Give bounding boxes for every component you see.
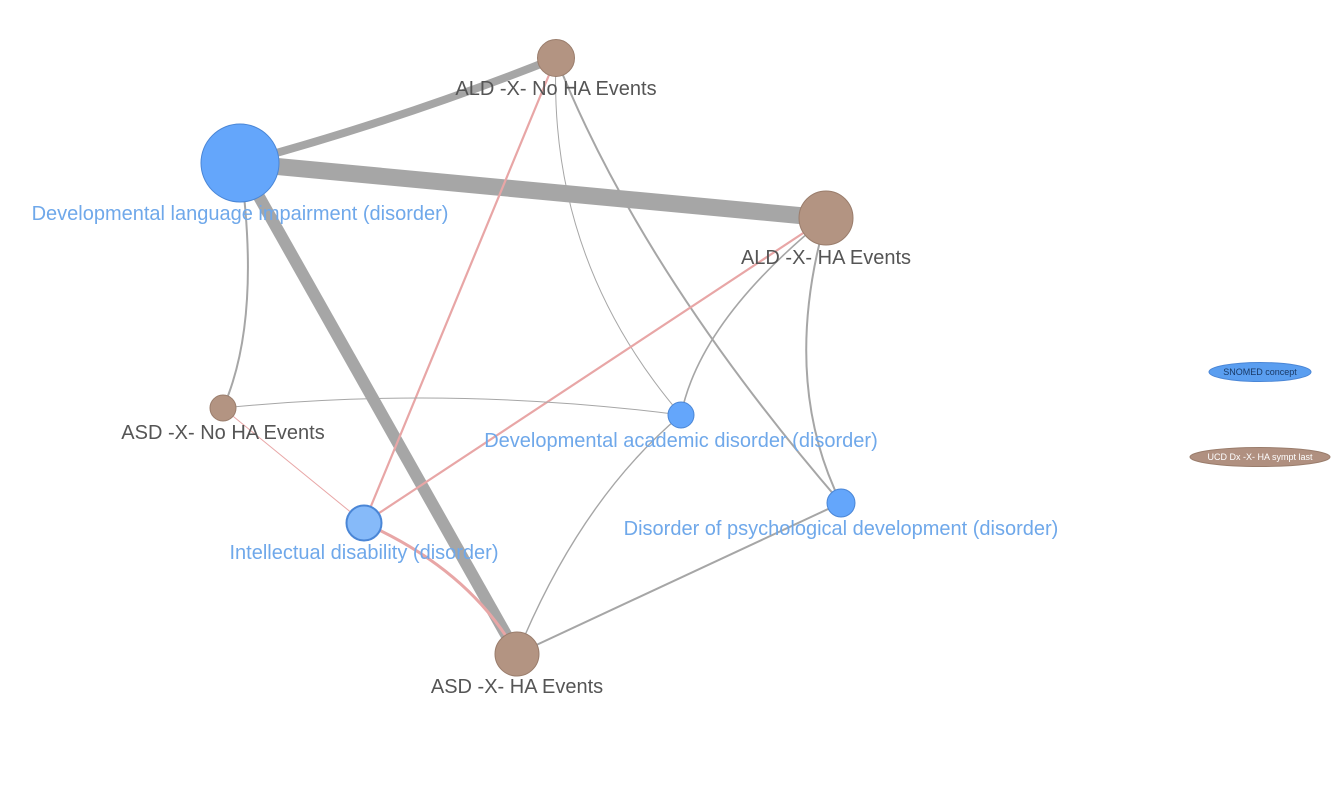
- legend-swatch-snomed-concept: [1208, 362, 1312, 382]
- legend-item-snomed-concept: SNOMED concept: [1208, 362, 1312, 382]
- node-asd_ha[interactable]: [494, 631, 540, 677]
- legend-label-snomed-concept: SNOMED concept: [1223, 367, 1297, 377]
- node-label-asd_ha: ASD -X- HA Events: [431, 676, 603, 698]
- edge-asd_no-dad: [222, 397, 682, 416]
- edge-ald_ha-dad: [680, 217, 827, 416]
- edge-id-asd_ha: [363, 521, 519, 655]
- edge-ald_ha-dpd: [805, 217, 842, 504]
- edges-layer: [222, 54, 842, 657]
- node-label-asd_no: ASD -X- No HA Events: [121, 422, 324, 444]
- legend-label-ucd: UCD Dx -X- HA sympt last: [1207, 452, 1313, 462]
- edge-asd_ha-dpd: [516, 502, 842, 655]
- node-label-id: Intellectual disability (disorder): [229, 542, 498, 564]
- edge-ald_no-dpd: [555, 57, 842, 504]
- labels-layer: Developmental language impairment (disor…: [32, 78, 1059, 698]
- node-ald_ha[interactable]: [798, 190, 854, 246]
- node-label-dli: Developmental language impairment (disor…: [32, 203, 449, 225]
- edge-ald_no-id: [362, 57, 558, 524]
- node-ald_no[interactable]: [537, 39, 575, 77]
- legend-swatch-ucd: [1189, 447, 1331, 467]
- node-asd_no[interactable]: [209, 394, 237, 422]
- node-label-dad: Developmental academic disorder (disorde…: [484, 430, 878, 452]
- nodes-layer: [200, 39, 856, 677]
- edge-ald_ha-id: [363, 217, 827, 524]
- node-label-ald_no: ALD -X- No HA Events: [455, 78, 656, 100]
- node-dpd[interactable]: [826, 488, 856, 518]
- edge-ald_no-dad: [555, 57, 682, 416]
- node-label-ald_ha: ALD -X- HA Events: [741, 247, 911, 269]
- edge-asd_no-id: [222, 407, 365, 524]
- node-label-dpd: Disorder of psychological development (d…: [624, 518, 1059, 540]
- edge-dli-ald_no: [238, 54, 558, 167]
- node-dad[interactable]: [667, 401, 695, 429]
- edge-dli-ald_ha: [239, 154, 827, 227]
- legend: SNOMED concept UCD Dx -X- HA sympt last: [1189, 362, 1331, 467]
- legend-item-ucd: UCD Dx -X- HA sympt last: [1189, 447, 1331, 467]
- edge-asd_ha-dad: [516, 414, 682, 655]
- edge-dli-asd_ha: [234, 160, 523, 657]
- node-id[interactable]: [345, 504, 383, 542]
- node-dli[interactable]: [200, 123, 280, 203]
